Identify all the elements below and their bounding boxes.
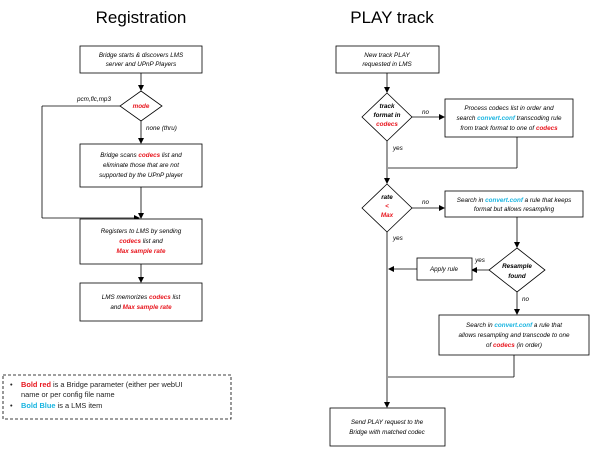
transcode-search-line2: search convert.conf transcoding rule (456, 115, 562, 122)
format-decision-line1: track (379, 103, 395, 110)
resample-search-box (444, 190, 584, 218)
resample-yes-label: yes (474, 257, 486, 264)
resample-transcode-box (438, 314, 590, 356)
reg-register-line3: Max sample rate (116, 248, 165, 255)
reg-scan-line2: eliminate those that are not (103, 162, 179, 169)
reg-start-box (79, 45, 203, 74)
legend-item-red-cont: name or per config file name (21, 390, 115, 399)
rate-no-label: no (422, 199, 430, 206)
reg-scan-line1: Bridge scans codecs list and (100, 152, 182, 159)
play-start-box (335, 45, 440, 74)
mode-down-label: none (thru) (146, 125, 177, 132)
play-start-line1: New track PLAY (364, 52, 410, 59)
resample-transcode-line2: allows resampling and transcode to one (459, 332, 570, 339)
resample-search-line1: Search in convert.conf a rule that keeps (457, 197, 572, 204)
rate-decision-line2: < (385, 203, 389, 210)
resample-found-line1: Resample (502, 263, 532, 270)
format-decision-line3: codecs (376, 121, 398, 128)
reg-register-line1: Registers to LMS by sending (101, 228, 182, 235)
play-title: PLAY track (350, 8, 434, 27)
resample-search-line2: format but allows resampling (474, 206, 555, 213)
transcode-search-box (444, 98, 574, 138)
apply-rule-label: Apply rule (429, 266, 458, 273)
play-send-line2: Bridge with matched codec (349, 429, 425, 436)
format-yes-label: yes (392, 145, 404, 152)
resample-no-label: no (522, 296, 530, 303)
reg-scan-line3: supported by the UPnP player (99, 172, 184, 179)
resample-transcode-line1: Search in convert.conf a rule that (466, 322, 562, 329)
reg-memorize-line1: LMS memorizes codecs list (102, 294, 181, 301)
legend-box (2, 374, 232, 420)
play-start-line2: requested in LMS (362, 61, 412, 68)
format-no-label: no (422, 109, 430, 116)
legend-item-blue: Bold Blue is a LMS item (21, 401, 102, 410)
legend-bullet-2: • (10, 401, 13, 410)
reg-register-box (79, 218, 203, 265)
play-send-line1: Send PLAY request to the (351, 419, 424, 426)
rate-decision-line3: Max (381, 212, 394, 219)
reg-start-line1: Bridge starts & discovers LMS (99, 52, 184, 59)
reg-memorize-box (79, 282, 203, 322)
resample-found-line2: found (508, 273, 526, 280)
format-decision-line2: format in (374, 112, 401, 119)
resample-found-decision (488, 247, 546, 293)
rate-yes-label: yes (392, 235, 404, 242)
mode-label: mode (133, 103, 150, 110)
reg-scan-box (79, 143, 203, 188)
rate-decision-line1: rate (381, 194, 393, 201)
reg-register-line2: codecs list and (119, 238, 163, 245)
legend-item-red: Bold red is a Bridge parameter (either p… (21, 380, 182, 389)
registration-title: Registration (96, 8, 187, 27)
legend-bullet-1: • (10, 380, 13, 389)
reg-memorize-line2: and Max sample rate (110, 304, 172, 311)
mode-left-label: pcm,flc,mp3 (76, 96, 111, 103)
resample-transcode-line3: of codecs (in order) (486, 342, 542, 349)
play-send-box (329, 407, 446, 447)
transcode-search-line1: Process codecs list in order and (464, 105, 554, 112)
reg-start-line2: server and UPnP Players (106, 61, 177, 68)
transcode-search-line3: from track format to one of codecs (460, 125, 558, 132)
